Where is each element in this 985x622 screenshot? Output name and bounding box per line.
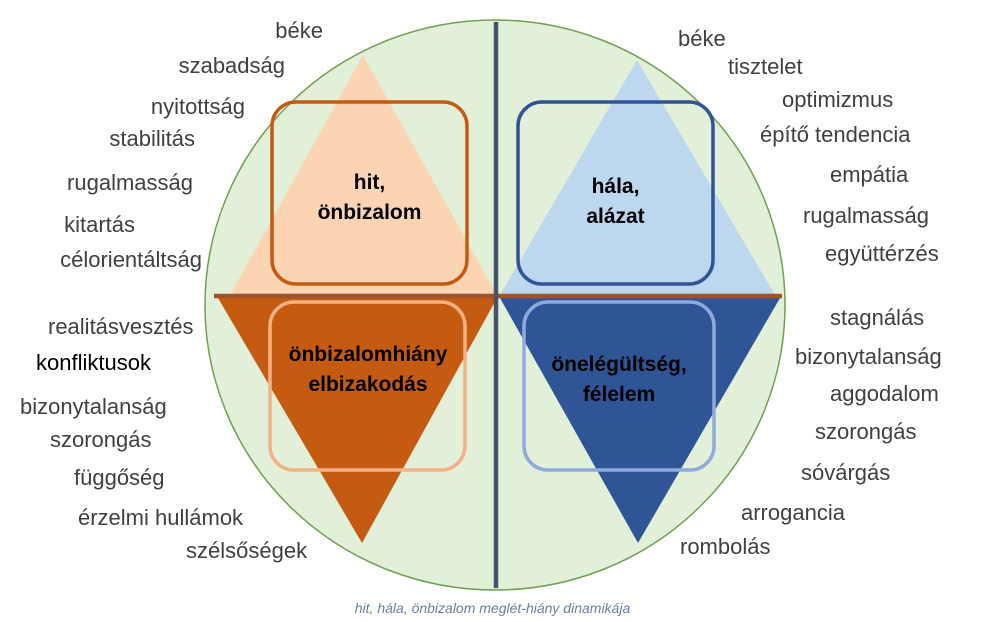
- negative-trait: arrogancia: [741, 500, 845, 525]
- positive-trait: nyitottság: [150, 94, 245, 119]
- negative-trait: szorongás: [50, 427, 152, 452]
- positive-trait: béke: [678, 26, 726, 51]
- upper-right-box: [516, 100, 715, 286]
- positive-trait: béke: [275, 18, 323, 43]
- lower-right-triangle: [500, 298, 780, 543]
- quadrant-label-line: elbizakodás: [308, 373, 428, 397]
- lower-right-box: [522, 300, 716, 472]
- figure-caption: hit, hála, önbizalom meglét-hiány dinami…: [354, 600, 631, 616]
- positive-trait: szabadság: [178, 53, 285, 78]
- negative-trait: függőség: [74, 465, 165, 490]
- negative-trait: stagnálás: [830, 305, 925, 330]
- quadrant-label-line: hála,: [591, 175, 640, 198]
- positive-trait: rugalmasság: [67, 170, 193, 195]
- quadrant-label-top-left: hit, önbizalom: [272, 168, 467, 229]
- quadrant-label-top-right: hála, alázat: [518, 172, 713, 233]
- quadrant-label-line: önbizalom: [317, 201, 422, 225]
- quadrant-label-line: önbizalomhiány: [288, 343, 448, 366]
- negative-trait: realitásvesztés: [48, 314, 194, 339]
- positive-trait: célorientáltság: [60, 247, 202, 272]
- negative-trait: bizonytalanság: [20, 394, 167, 419]
- upper-left-box: [270, 100, 469, 286]
- negative-trait: érzelmi hullámok: [78, 505, 244, 530]
- positive-trait: kitartás: [64, 212, 135, 237]
- negative-trait: konfliktusok: [36, 350, 151, 375]
- positive-trait: építő tendencia: [760, 122, 911, 147]
- quadrant-label-line: alázat: [586, 205, 645, 229]
- negative-trait: rombolás: [680, 534, 771, 559]
- negative-trait: szélsőségek: [186, 538, 308, 563]
- negative-trait: bizonytalanság: [795, 344, 942, 369]
- positive-trait: empátia: [830, 162, 909, 187]
- positive-trait: rugalmasság: [803, 203, 929, 228]
- quadrant-label-line: önelégültség,: [551, 353, 687, 376]
- quadrant-label-bottom-left: önbizalomhiány elbizakodás: [258, 340, 478, 401]
- upper-right-triangle: [500, 60, 775, 295]
- positive-trait: tisztelet: [728, 54, 803, 79]
- lower-left-triangle: [218, 298, 497, 543]
- quadrant-label-line: hit,: [353, 171, 386, 194]
- quadrant-label-line: félelem: [582, 383, 656, 407]
- positive-trait: optimizmus: [782, 87, 894, 112]
- negative-trait: aggodalom: [830, 381, 939, 406]
- positive-trait: stabilitás: [109, 126, 195, 151]
- quadrant-label-bottom-right: önelégültség, félelem: [519, 350, 719, 411]
- negative-trait: sóvárgás: [801, 460, 891, 485]
- positive-trait: együttérzés: [825, 241, 939, 266]
- negative-trait: szorongás: [815, 419, 917, 444]
- upper-left-triangle: [230, 55, 497, 295]
- lower-left-box: [268, 300, 467, 472]
